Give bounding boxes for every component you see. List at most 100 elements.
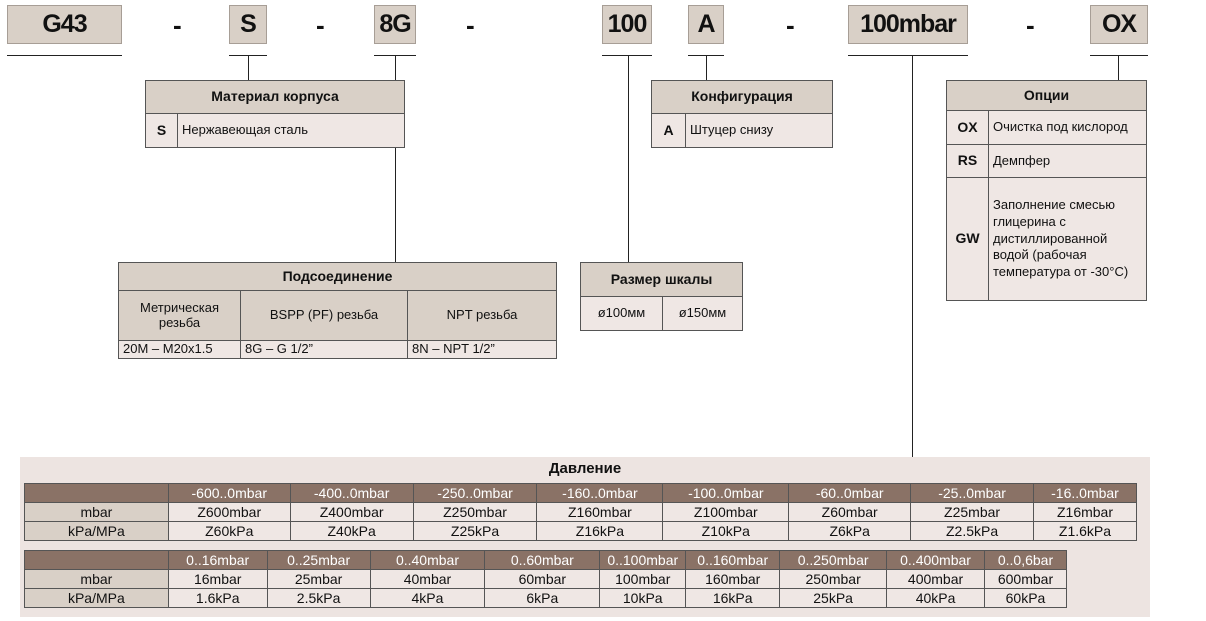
pressure-code: Z25mbar bbox=[910, 502, 1034, 522]
range-header: -16..0mbar bbox=[1033, 483, 1137, 503]
corner-cell bbox=[24, 483, 169, 503]
pressure-title: Давление bbox=[548, 460, 622, 477]
option-text: Демпфер bbox=[988, 144, 1147, 178]
scale-value: ø150мм bbox=[662, 296, 743, 331]
pressure-code: Z2.5kPa bbox=[910, 521, 1034, 541]
connector-line bbox=[912, 55, 913, 457]
pressure-code: 4kPa bbox=[369, 588, 486, 608]
pressure-code: 6kPa bbox=[484, 588, 601, 608]
option-text: Очистка под кислород bbox=[988, 110, 1147, 145]
scale-title: Размер шкалы bbox=[580, 262, 743, 297]
underline bbox=[848, 55, 968, 56]
pressure-code: 160mbar bbox=[685, 569, 781, 589]
underline bbox=[1090, 55, 1148, 56]
pressure-code: 25mbar bbox=[266, 569, 371, 589]
pressure-code: 40kPa bbox=[886, 588, 985, 608]
code-config: A bbox=[688, 5, 724, 44]
pressure-code: 600mbar bbox=[984, 569, 1067, 589]
row-label: kPa/MPa bbox=[24, 521, 169, 541]
underline bbox=[7, 55, 122, 56]
pressure-table-vacuum: -600..0mbar-400..0mbar-250..0mbar-160..0… bbox=[24, 483, 1137, 541]
option-code: RS bbox=[946, 144, 989, 178]
material-title: Материал корпуса bbox=[145, 80, 405, 114]
pressure-code: Z40kPa bbox=[289, 521, 414, 541]
code-material: S bbox=[229, 5, 267, 44]
material-code: S bbox=[145, 113, 178, 148]
range-header: 0..400mbar bbox=[886, 550, 985, 570]
pressure-code: Z600mbar bbox=[167, 502, 291, 522]
pressure-code: Z6kPa bbox=[788, 521, 912, 541]
range-header: -250..0mbar bbox=[412, 483, 538, 503]
connector-line bbox=[248, 55, 249, 80]
pressure-code: 250mbar bbox=[779, 569, 888, 589]
connector-line bbox=[395, 55, 396, 262]
pressure-code: Z160mbar bbox=[536, 502, 664, 522]
separator: - bbox=[1026, 10, 1035, 40]
connection-header: BSPP (PF) резьба bbox=[240, 290, 408, 341]
pressure-code: Z250mbar bbox=[412, 502, 538, 522]
pressure-code: Z10kPa bbox=[662, 521, 790, 541]
pressure-code: Z16mbar bbox=[1033, 502, 1137, 522]
options-title: Опции bbox=[946, 80, 1147, 111]
config-code: A bbox=[651, 113, 686, 148]
connector-line bbox=[1118, 55, 1119, 80]
config-title: Конфигурация bbox=[651, 80, 833, 114]
option-text: Заполнение смесью глицерина с дистиллиро… bbox=[988, 177, 1147, 301]
connector-line bbox=[706, 55, 707, 80]
range-header: -400..0mbar bbox=[289, 483, 414, 503]
pressure-code: Z60kPa bbox=[167, 521, 291, 541]
connection-header: Метрическая резьба bbox=[118, 290, 241, 341]
connection-title: Подсоединение bbox=[118, 262, 557, 291]
scale-value: ø100мм bbox=[580, 296, 663, 331]
separator: - bbox=[466, 10, 475, 40]
range-header: 0..25mbar bbox=[266, 550, 371, 570]
separator: - bbox=[173, 10, 182, 40]
pressure-code: 16mbar bbox=[167, 569, 268, 589]
connection-value: 8G – G 1/2” bbox=[240, 340, 408, 359]
range-header: -160..0mbar bbox=[536, 483, 664, 503]
pressure-code: 40mbar bbox=[369, 569, 486, 589]
connection-value: 20M – M20x1.5 bbox=[118, 340, 241, 359]
range-header: 0..160mbar bbox=[685, 550, 781, 570]
code-options: OX bbox=[1090, 5, 1148, 44]
separator: - bbox=[786, 10, 795, 40]
range-header: 0..0,6bar bbox=[984, 550, 1067, 570]
pressure-code: 10kPa bbox=[599, 588, 687, 608]
range-header: -25..0mbar bbox=[910, 483, 1034, 503]
separator: - bbox=[316, 10, 325, 40]
pressure-code: 25kPa bbox=[779, 588, 888, 608]
pressure-code: 2.5kPa bbox=[266, 588, 371, 608]
code-scale: 100 bbox=[602, 5, 652, 44]
connection-header: NPT резьба bbox=[407, 290, 557, 341]
pressure-code: 60kPa bbox=[984, 588, 1067, 608]
pressure-code: Z16kPa bbox=[536, 521, 664, 541]
range-header: -100..0mbar bbox=[662, 483, 790, 503]
code-pressure: 100mbar bbox=[848, 5, 968, 44]
pressure-code: Z60mbar bbox=[788, 502, 912, 522]
corner-cell bbox=[24, 550, 169, 570]
range-header: 0..250mbar bbox=[779, 550, 888, 570]
range-header: 0..100mbar bbox=[599, 550, 687, 570]
range-header: -600..0mbar bbox=[167, 483, 291, 503]
pressure-code: 100mbar bbox=[599, 569, 687, 589]
option-code: GW bbox=[946, 177, 989, 301]
row-label: kPa/MPa bbox=[24, 588, 169, 608]
config-text: Штуцер снизу bbox=[685, 113, 833, 148]
range-header: -60..0mbar bbox=[788, 483, 912, 503]
pressure-code: Z400mbar bbox=[289, 502, 414, 522]
connector-line bbox=[628, 55, 629, 262]
pressure-code: 60mbar bbox=[484, 569, 601, 589]
pressure-code: Z1.6kPa bbox=[1033, 521, 1137, 541]
pressure-code: Z25kPa bbox=[412, 521, 538, 541]
row-label: mbar bbox=[24, 502, 169, 522]
range-header: 0..60mbar bbox=[484, 550, 601, 570]
range-header: 0..16mbar bbox=[167, 550, 268, 570]
pressure-code: 1.6kPa bbox=[167, 588, 268, 608]
